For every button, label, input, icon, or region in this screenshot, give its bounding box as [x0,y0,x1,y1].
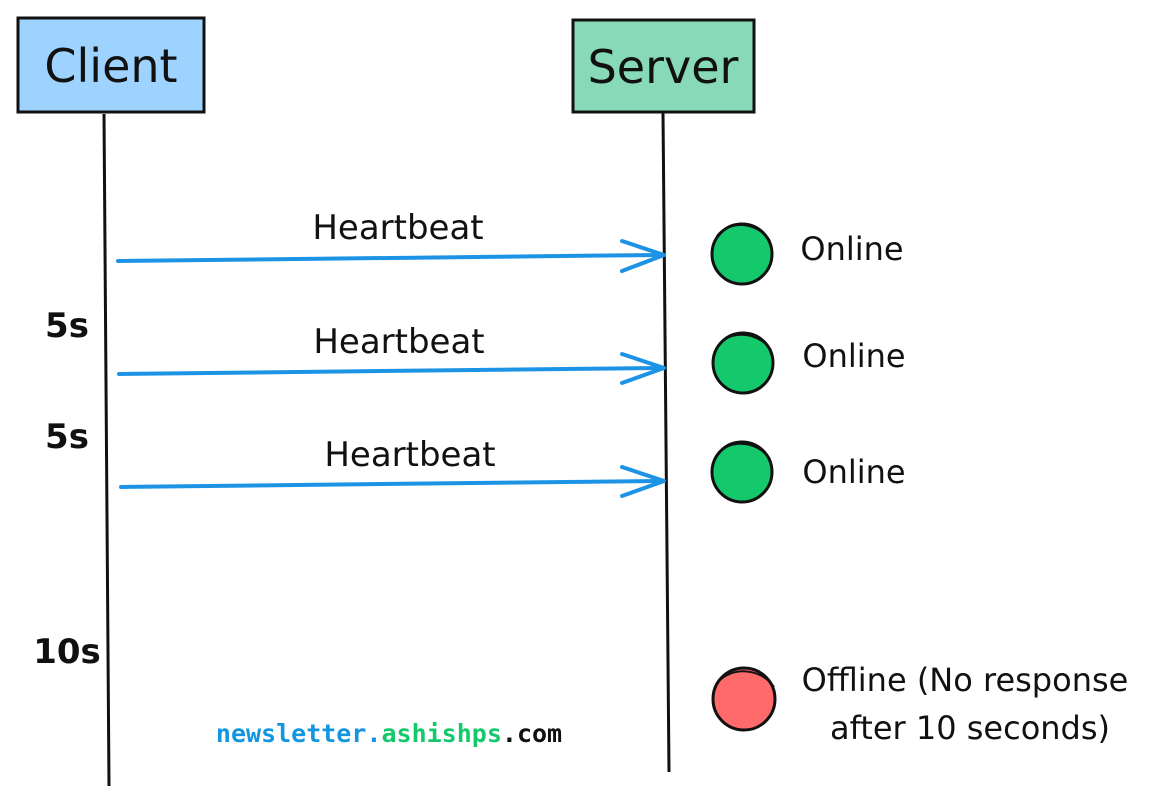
client-actor: Client [16,16,206,114]
status-label-2: Online [802,337,905,375]
status-label-1: Online [800,230,903,268]
heartbeat-message-2: Heartbeat [117,322,666,385]
status-dot-icon [717,670,775,688]
footer-part-1: newsletter. [216,719,382,748]
status-dot-icon [711,666,777,732]
heartbeat-message-3: Heartbeat [119,435,666,498]
status-label-offline-line1: Offline (No response [802,661,1129,699]
heartbeat-arrow-3 [119,479,664,489]
status-row-offline: Offline (No response after 10 seconds) [711,661,1129,747]
status-dot-icon [710,440,774,504]
status-label-3: Online [802,453,905,491]
status-dot-icon [711,331,775,395]
client-label: Client [44,39,177,93]
footer-watermark: newsletter.ashishps.com [216,719,562,748]
status-dot-icon [717,333,772,351]
status-row-2: Online [711,331,906,395]
arrowhead-icon [620,352,666,385]
heartbeat-arrow-2 [117,366,664,376]
heartbeat-label-1: Heartbeat [312,208,483,248]
server-box [571,18,756,114]
status-label-offline-line2: after 10 seconds) [830,709,1110,747]
arrowhead-icon [620,239,666,273]
client-box [16,16,206,114]
heartbeat-message-1: Heartbeat [116,208,666,273]
heartbeat-label-2: Heartbeat [313,322,484,362]
server-actor: Server [571,18,756,114]
status-dot-icon [716,223,771,242]
footer-part-2: ashishps [381,719,501,748]
status-row-1: Online [710,222,904,286]
footer-part-3: .com [502,719,562,748]
interval-label-3: 10s [33,632,101,672]
interval-label-2: 5s [45,417,89,457]
heartbeat-arrow-1 [116,253,664,263]
interval-label-1: 5s [45,306,89,346]
arrowhead-icon [620,465,666,498]
status-dot-icon [716,442,771,460]
heartbeat-label-3: Heartbeat [324,435,495,475]
server-lifeline [661,112,671,773]
server-label: Server [588,40,739,94]
client-lifeline [102,113,111,787]
status-row-3: Online [710,440,906,504]
